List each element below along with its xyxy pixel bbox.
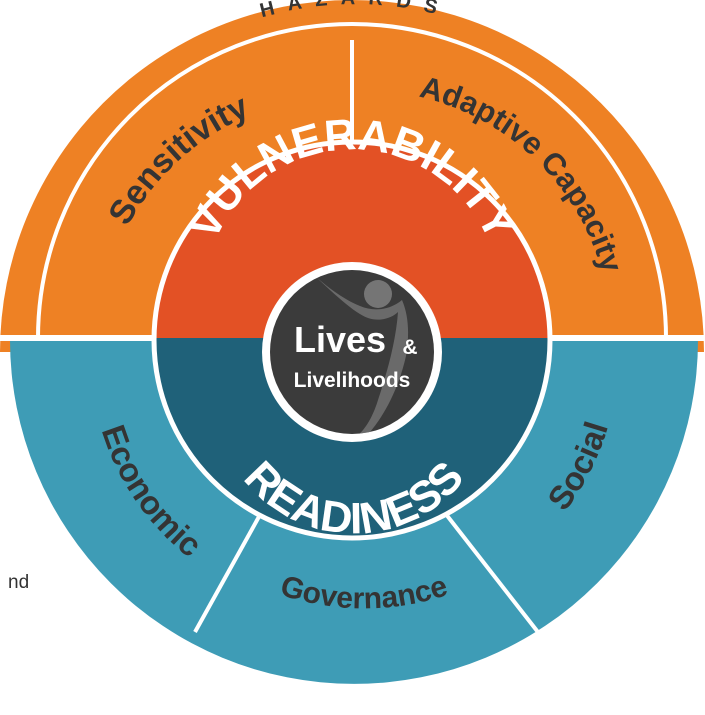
divider-governance-social [436,502,543,638]
center-title: Lives [294,319,386,360]
center-subtitle: Livelihoods [294,369,411,392]
vulnerability-ring [154,140,550,338]
middle-ring-outline [151,139,553,541]
cropped-side-text: nd [8,572,30,593]
divider-economic-governance [193,503,268,633]
center-ampersand: & [402,336,417,359]
hazards-band-divider [36,22,668,339]
person-silhouette-icon [300,270,409,434]
